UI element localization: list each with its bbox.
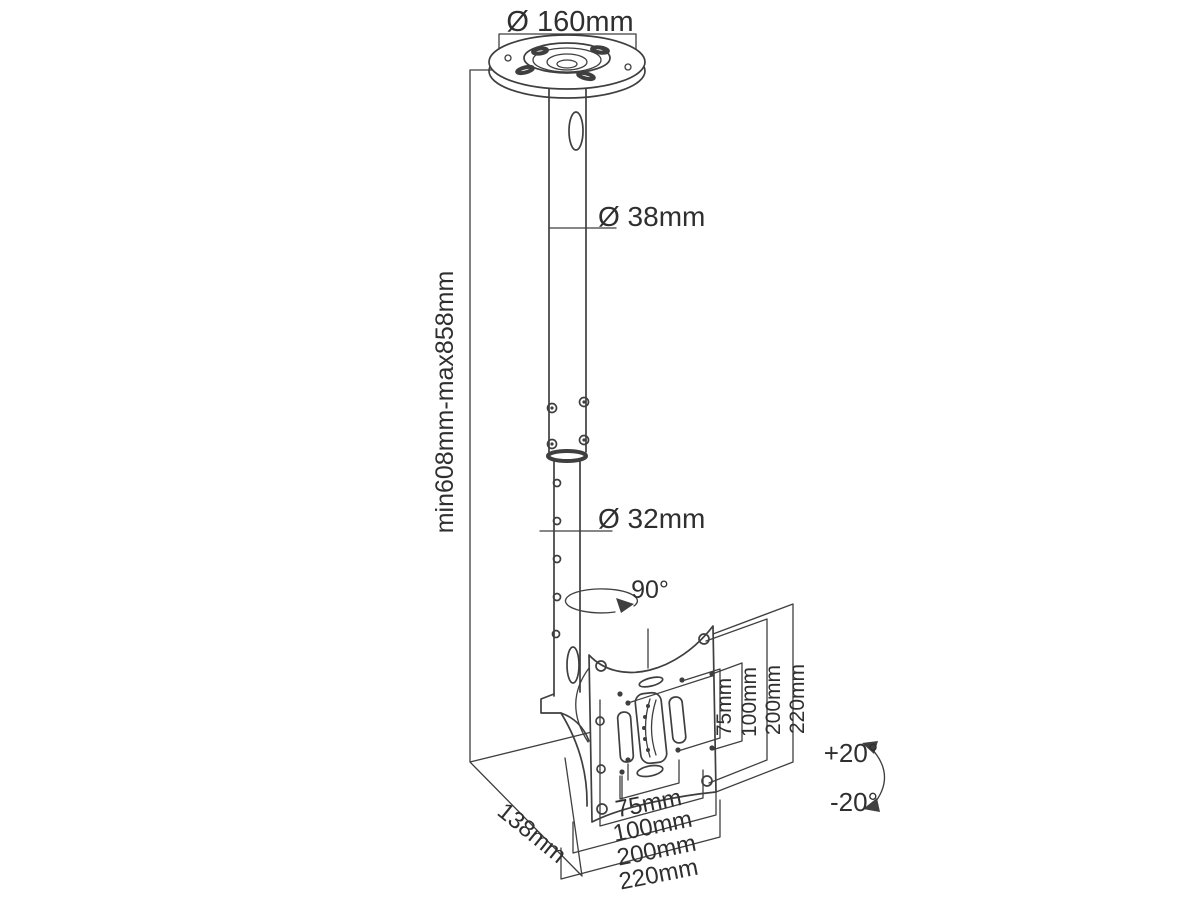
lower-pole-label: Ø 32mm [598,503,705,534]
adjust-hole [578,396,590,408]
lower-pole [551,460,581,697]
plate-hole [504,54,512,62]
dimension-upper-pole: Ø 38mm [548,201,705,232]
vesa-v-100: 100mm [738,667,761,737]
plate-hole [624,63,632,71]
tilt-hinge [634,691,668,765]
tilt-arrow-down-icon [863,798,880,812]
vesa-v-220: 220mm [786,664,809,734]
bracket-100h [599,769,704,827]
dimension-height-range: min608mm-max858mm [431,69,601,877]
locking-collar [546,449,588,463]
adjust-hole [552,516,562,526]
adjust-hole [552,478,562,488]
depth-label: 138mm [492,797,571,868]
corner-hole [595,660,607,672]
bracket-75v [677,668,721,752]
upper-pole [546,88,590,463]
plate-slot [590,45,610,55]
upper-pole-label: Ø 38mm [598,201,705,232]
bracket-200v [705,618,768,784]
tilt-up-label: +20° [824,738,879,768]
dimension-plate-diameter: Ø 160mm [498,6,637,63]
cable-hole [566,646,580,684]
tilt-arrow-up-icon [862,741,878,754]
vesa-v-75: 75mm [713,678,736,736]
cable-hole [568,111,584,151]
vesa-v-200: 200mm [762,665,785,735]
bottom-slot [636,764,664,778]
adjust-hole [552,554,562,564]
top-slot [638,676,664,688]
plate-slot [515,64,535,76]
corner-hole [701,775,713,787]
bracket-100v [711,662,743,751]
tilt-indicator: +20° -20° [824,738,886,817]
right-slot [668,696,687,744]
dimension-vesa-vertical: 75mm 100mm 200mm 220mm [677,603,809,793]
bracket-75h [619,759,680,800]
plate-diameter-label: Ø 160mm [506,6,633,38]
rotation-arrow-icon [616,598,634,613]
reference-leaders [599,671,715,806]
dimension-lower-pole: Ø 32mm [539,503,705,534]
corner-hole [698,633,710,645]
edge-hole [596,764,606,774]
adjust-hole [551,629,561,639]
dimension-depth: 138mm [492,797,571,868]
bracket-220v [712,603,794,793]
plate-slot [576,70,596,82]
swivel-indicator: 90° [564,576,669,669]
corner-hole [596,803,608,815]
bracket-220h [560,799,721,880]
ceiling-plate [488,34,646,99]
swivel-label: 90° [631,576,669,604]
bracket-200h [572,789,717,854]
adjust-hole [546,438,558,450]
height-range-label: min608mm-max858mm [431,271,459,534]
adjust-hole [552,592,562,602]
tilt-down-label: -20° [830,787,878,817]
adjust-hole [546,402,558,414]
adjust-hole [578,434,590,446]
plate-slot [531,46,549,56]
